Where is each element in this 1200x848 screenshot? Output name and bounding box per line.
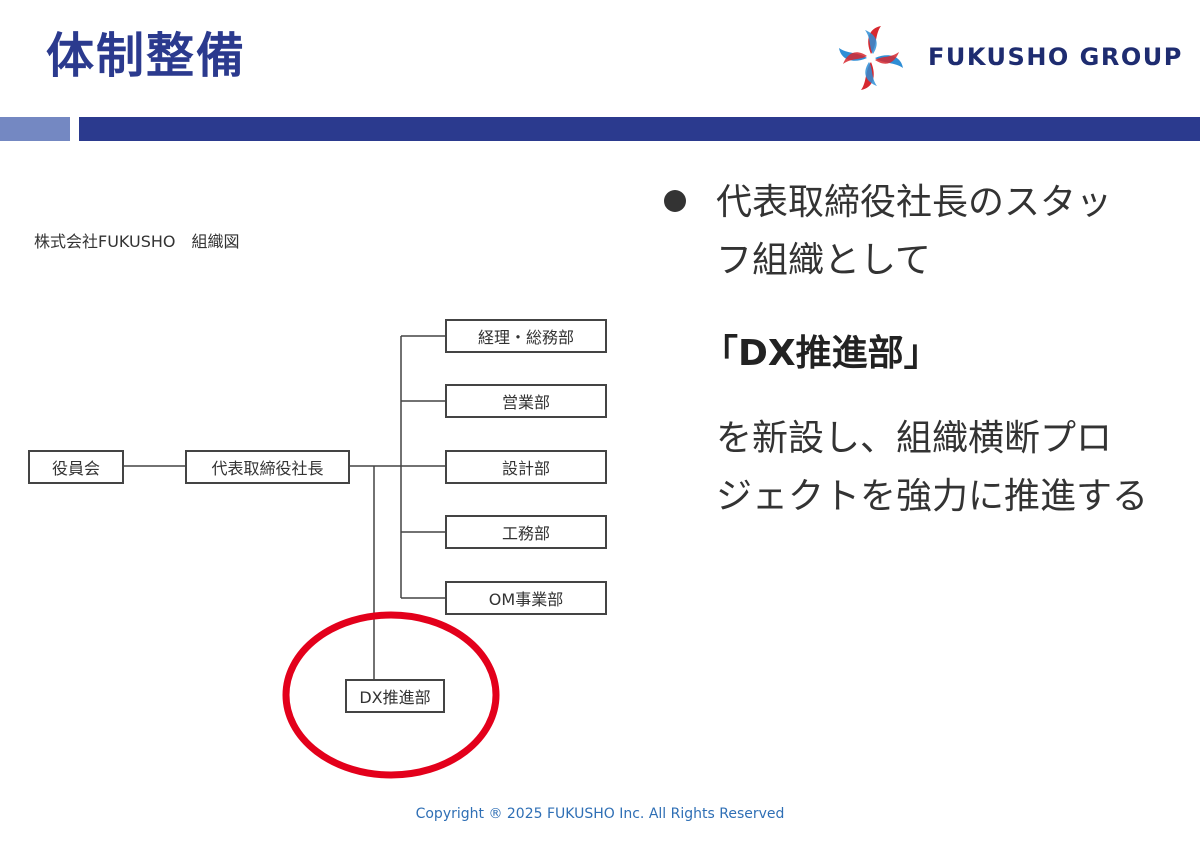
department-box-construction: 工務部: [445, 515, 607, 549]
copyright-footer: Copyright ® 2025 FUKUSHO Inc. All Rights…: [415, 806, 785, 822]
description-line-3: を新設し、組織横断プロ: [716, 418, 1113, 459]
page-title: 体制整備: [46, 28, 247, 84]
org-chart-title: 株式会社FUKUSHO 組織図: [34, 232, 240, 251]
description-highlight: 「DX推進部」: [702, 333, 940, 374]
highlight-circle: [282, 611, 500, 779]
fukusho-pinwheel-logo-icon: [839, 26, 903, 90]
bullet-dot-icon: [664, 190, 686, 212]
description-line-1: 代表取締役社長のスタッ: [716, 182, 1113, 223]
description-line-4: ジェクトを強力に推進する: [716, 476, 1149, 517]
department-box-sales: 営業部: [445, 384, 607, 418]
department-box-om: OM事業部: [445, 581, 607, 615]
department-box-design: 設計部: [445, 450, 607, 484]
header-bar-accent: [0, 117, 70, 141]
header-bar: [79, 117, 1200, 141]
description-detail: を新設し、組織横断プロ ジェクトを強力に推進する: [716, 410, 1148, 526]
dx-department-box: DX推進部: [345, 679, 445, 713]
logo-text: FUKUSHO GROUP: [928, 43, 1183, 71]
department-box-accounting: 経理・総務部: [445, 319, 607, 353]
company-logo: FUKUSHO GROUP: [836, 24, 1196, 92]
org-chart-connectors: [124, 335, 500, 779]
description-line-2: フ組織として: [716, 240, 931, 281]
description-intro: 代表取締役社長のスタッ フ組織として: [716, 174, 1112, 290]
board-box: 役員会: [28, 450, 124, 484]
ceo-box: 代表取締役社長: [185, 450, 350, 484]
